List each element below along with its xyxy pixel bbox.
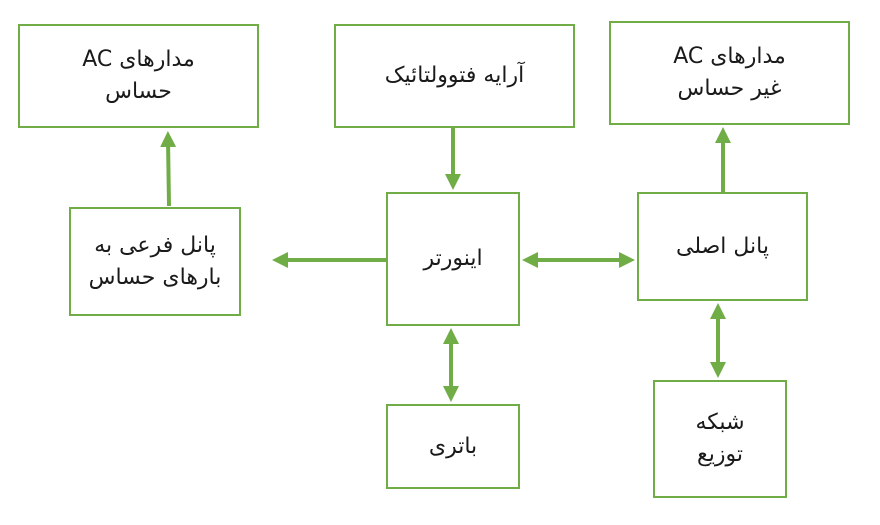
node-ac-sensitive-line2: حساس [105, 79, 172, 104]
node-pv-array-line1: آرایه فتوولتائیک [384, 63, 525, 89]
node-ac-non-sensitive-line2: غیر حساس [677, 76, 782, 101]
node-pv-array: آرایه فتوولتائیک [334, 24, 575, 128]
node-main-panel: پانل اصلی [637, 192, 808, 301]
node-inverter: اینورتر [386, 192, 520, 326]
node-inverter-line1: اینورتر [423, 246, 483, 272]
node-ac-non-sensitive-line1: مدارهای AC [673, 44, 786, 70]
node-ac-sensitive: مدارهای AC حساس [18, 24, 259, 128]
node-ac-non-sensitive: مدارهای AC غیر حساس [609, 21, 850, 125]
node-sub-panel-line2: بارهای حساس [88, 264, 222, 290]
node-grid-line1: شبکه [695, 410, 745, 436]
node-ac-sensitive-line1: مدارهای AC [82, 47, 195, 73]
node-sub-panel-line1: پانل فرعی به [94, 232, 216, 258]
node-grid: شبکه توزیع [653, 380, 787, 498]
node-sub-panel: پانل فرعی به بارهای حساس [69, 207, 241, 316]
edge-subpanel-to-ac-sensitive [160, 131, 177, 207]
node-main-panel-line1: پانل اصلی [675, 233, 770, 259]
node-battery: باتری [386, 404, 520, 489]
node-battery-line1: باتری [428, 433, 478, 459]
node-grid-line2: توزیع [697, 442, 743, 467]
